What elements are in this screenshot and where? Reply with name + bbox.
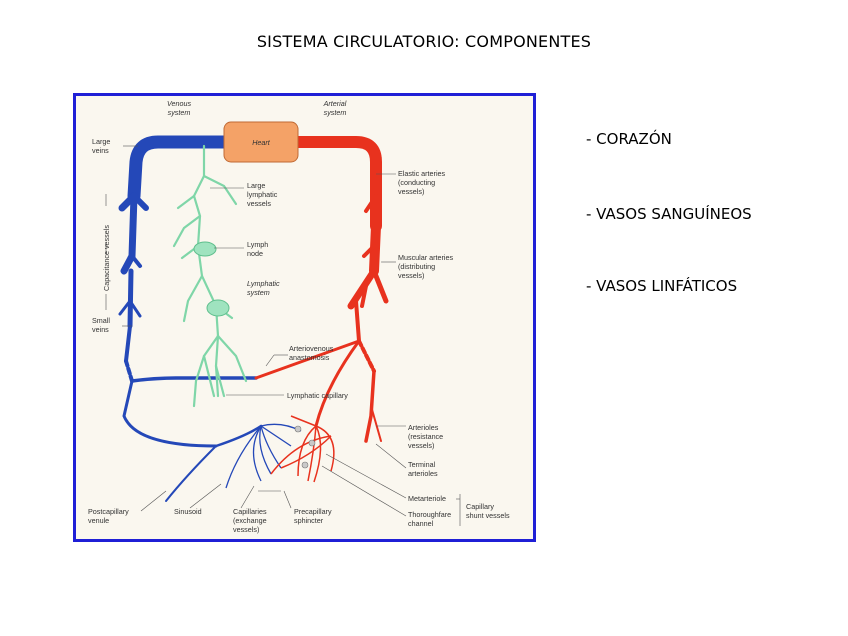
elastic-arteries-label-3: vessels) [398, 187, 424, 196]
postcapillary-venule-label-2: venule [88, 516, 109, 525]
precapillary-sphincter-label-2: sphincter [294, 516, 324, 525]
large-lymphatic-vessels-label-3: vessels [247, 199, 271, 208]
arteriovenous-anastomosis-label-1: Arteriovenous [289, 344, 334, 353]
venous-system-label-2: system [168, 108, 191, 117]
capillaries-label-3: vessels) [233, 525, 259, 534]
muscular-arteries-label-3: vessels) [398, 271, 424, 280]
lymphatic-vessels [172, 144, 248, 408]
venous-vessels [118, 135, 263, 502]
sinusoid-label: Sinusoid [174, 507, 202, 516]
lymph-node-label-2: node [247, 249, 263, 258]
arterial-system-label-1: Arterial [323, 99, 347, 108]
arterioles-label-2: (resistance [408, 432, 443, 441]
bullet-corazon: - CORAZÓN [586, 130, 672, 148]
leader-lines [105, 145, 461, 526]
heart-label: Heart [252, 138, 271, 147]
bullet-vasos-sanguineos: - VASOS SANGUÍNEOS [586, 205, 752, 223]
heart-block: Heart [223, 121, 299, 163]
capillaries-label-1: Capillaries [233, 507, 267, 516]
slide-title: SISTEMA CIRCULATORIO: COMPONENTES [256, 32, 592, 51]
thoroughfare-channel-label-2: channel [408, 519, 434, 528]
circulatory-diagram: Heart [73, 93, 536, 542]
arterioles-label-3: vessels) [408, 441, 434, 450]
terminal-arterioles-label-1: Terminal [408, 460, 436, 469]
circulatory-diagram-svg: Heart [88, 99, 510, 534]
postcapillary-venule-label-1: Postcapillary [88, 507, 129, 516]
capillary-shunt-vessels-label-2: shunt vessels [466, 511, 510, 520]
lymphatic-system-label-2: system [247, 288, 270, 297]
arterioles-label-1: Arterioles [408, 423, 439, 432]
diagram-labels: Venous system Arterial system Large vein… [88, 99, 510, 534]
large-lymphatic-vessels-label-1: Large [247, 181, 265, 190]
small-veins-label-1: Small [92, 316, 110, 325]
capillary-shunt-vessels-label-1: Capillary [466, 502, 494, 511]
small-veins-label-2: veins [92, 325, 109, 334]
precapillary-sphincters [294, 425, 316, 469]
bullet-vasos-linfaticos: - VASOS LINFÁTICOS [586, 277, 738, 295]
terminal-arterioles-label-2: arterioles [408, 469, 438, 478]
arterial-system-label-2: system [324, 108, 347, 117]
large-lymphatic-vessels-label-2: lymphatic [247, 190, 278, 199]
lymphatic-system-label-1: Lymphatic [247, 279, 280, 288]
lymph-nodes [193, 241, 230, 317]
muscular-arteries-label-1: Muscular arteries [398, 253, 454, 262]
elastic-arteries-label-1: Elastic arteries [398, 169, 446, 178]
arterial-capillaries [270, 415, 335, 483]
metarteriole-label: Metarteriole [408, 494, 446, 503]
arteriovenous-anastomosis-label-2: anastomosis [289, 353, 330, 362]
venous-system-label-1: Venous [167, 99, 192, 108]
precapillary-sphincter-label-1: Precapillary [294, 507, 332, 516]
muscular-arteries-label-2: (distributing [398, 262, 435, 271]
arterial-vessels [254, 136, 389, 443]
capacitance-vessels-label: Capacitance vessels [102, 225, 111, 291]
thoroughfare-channel-label-1: Thoroughfare [408, 510, 451, 519]
elastic-arteries-label-2: (conducting [398, 178, 435, 187]
venous-capillaries [225, 423, 302, 489]
lymph-node-label-1: Lymph [247, 240, 268, 249]
capillaries-label-2: (exchange [233, 516, 267, 525]
lymphatic-capillary-label: Lymphatic capillary [287, 391, 348, 400]
large-veins-label-2: veins [92, 146, 109, 155]
large-veins-label-1: Large [92, 137, 110, 146]
